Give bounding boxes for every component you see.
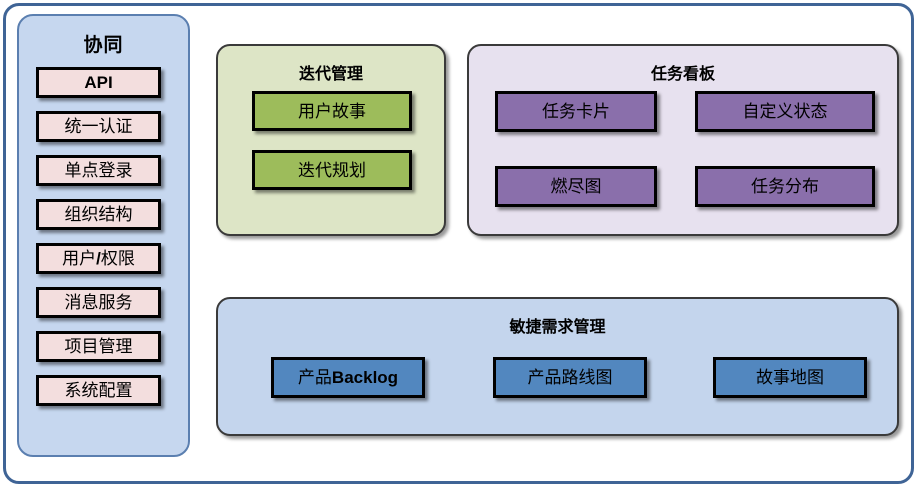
panel-title: 敏捷需求管理 (509, 319, 606, 336)
card-user-story[interactable]: 用户故事 (252, 91, 412, 131)
panel-iteration-management: 迭代管理 用户故事 迭代规划 (216, 44, 446, 236)
sidebar-item-api[interactable]: API (36, 67, 161, 98)
sidebar-item-list: API 统一认证 单点登录 组织结构 用户/权限 消息服务 项目管理 系统配置 (36, 67, 175, 419)
sidebar-item-label-suffix: 权限 (100, 249, 135, 268)
card-label: 故事地图 (756, 368, 824, 387)
card-story-map[interactable]: 故事地图 (713, 357, 867, 398)
panel-task-board: 任务看板 任务卡片 自定义状态 燃尽图 任务分布 (467, 44, 899, 236)
sidebar-item-project-management[interactable]: 项目管理 (36, 331, 161, 362)
sidebar-item-unified-auth[interactable]: 统一认证 (36, 111, 161, 142)
card-iteration-planning[interactable]: 迭代规划 (252, 150, 412, 190)
sidebar-item-label: 单点登录 (64, 161, 133, 180)
sidebar-item-label-separator: / (96, 249, 101, 268)
sidebar-item-label: 组织结构 (64, 205, 133, 224)
sidebar-item-label: 系统配置 (64, 381, 133, 400)
card-label: 任务分布 (751, 177, 819, 196)
card-burndown-chart[interactable]: 燃尽图 (495, 166, 657, 207)
sidebar-item-label: API (84, 73, 113, 92)
collaboration-sidebar: 协同 API 统一认证 单点登录 组织结构 用户/权限 消息服务 项目管理 (17, 14, 190, 457)
sidebar-title: 协同 (83, 35, 124, 56)
card-label: 自定义状态 (742, 102, 828, 121)
sidebar-item-label-prefix: 用户 (62, 249, 97, 268)
panel-title: 迭代管理 (298, 66, 363, 83)
sidebar-item-label: 消息服务 (64, 293, 133, 312)
card-label: 任务卡片 (542, 102, 610, 121)
sidebar-item-message-service[interactable]: 消息服务 (36, 287, 161, 318)
sidebar-item-single-sign-on[interactable]: 单点登录 (36, 155, 161, 186)
card-label: 用户故事 (298, 101, 366, 121)
sidebar-item-system-config[interactable]: 系统配置 (36, 375, 161, 406)
sidebar-item-label: 项目管理 (64, 337, 133, 356)
panel-title: 任务看板 (650, 66, 715, 83)
card-label-bold: Backlog (331, 368, 399, 387)
card-custom-status[interactable]: 自定义状态 (695, 91, 875, 132)
card-task-card[interactable]: 任务卡片 (495, 91, 657, 132)
card-label: 迭代规划 (298, 160, 366, 180)
sidebar-item-org-structure[interactable]: 组织结构 (36, 199, 161, 230)
card-label: 燃尽图 (550, 177, 602, 196)
sidebar-item-label: 统一认证 (64, 117, 133, 136)
sidebar-item-user-permission[interactable]: 用户/权限 (36, 243, 161, 274)
card-label: 产品路线图 (527, 368, 613, 387)
card-label-prefix: 产品 (297, 368, 332, 387)
card-product-roadmap[interactable]: 产品路线图 (493, 357, 647, 398)
card-task-distribution[interactable]: 任务分布 (695, 166, 875, 207)
